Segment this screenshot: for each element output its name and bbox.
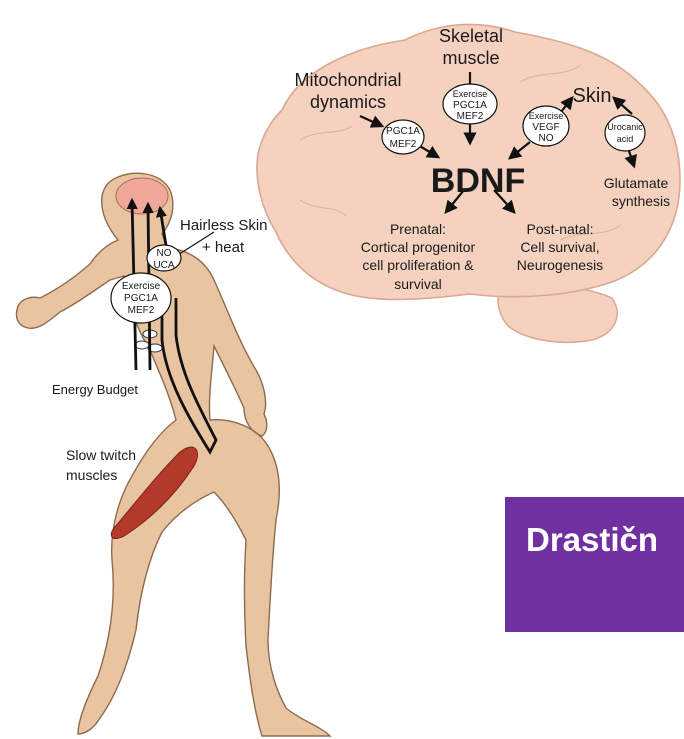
skeletal-title-line2: muscle [442,48,499,68]
svg-text:PGC1A: PGC1A [453,100,487,111]
glutamate-line1: Glutamate [604,175,669,191]
skeletal-bubble: Exercise PGC1A MEF2 [443,84,497,124]
runner-figure: NO UCA Exercise PGC1A MEF2 Hairless Skin… [16,173,330,736]
bdnf-label: BDNF [431,162,525,200]
prenatal-line3: cell proliferation & [362,257,474,273]
body-exercise-bubble: Exercise PGC1A MEF2 [111,273,171,323]
slow-twitch-label: Slow twitch [66,447,136,463]
svg-text:Exercise: Exercise [529,111,564,121]
mito-title-line2: dynamics [310,92,386,112]
svg-text:UCA: UCA [153,260,174,271]
svg-text:MEF2: MEF2 [457,111,484,122]
svg-text:NO: NO [539,133,554,144]
glutamate-line2: synthesis [612,193,670,209]
svg-text:acid: acid [617,134,634,144]
svg-text:Exercise: Exercise [453,89,488,99]
heat-label: + heat [202,239,245,256]
skeletal-title-line1: Skeletal [439,26,503,46]
energy-budget-label: Energy Budget [52,382,138,397]
svg-text:NO: NO [157,248,172,259]
mito-bubble: PGC1A MEF2 [382,120,424,154]
no-uca-bubble: NO UCA [147,245,181,271]
muscles-label: muscles [66,467,117,483]
postnatal-line3: Neurogenesis [517,257,603,273]
svg-text:MEF2: MEF2 [128,305,155,316]
mito-title-line1: Mitochondrial [294,70,401,90]
title-banner: Drastičn [505,497,684,632]
urocanic-bubble: Urocanic acid [605,115,645,151]
svg-text:PGC1A: PGC1A [124,293,158,304]
skin-title: Skin [573,85,612,107]
skin-exercise-bubble: Exercise VEGF NO [523,106,569,146]
banner-text: Drastičn [526,521,658,559]
brain-panel: Mitochondrial dynamics Skeletal muscle S… [257,24,680,342]
prenatal-line4: survival [394,276,441,292]
svg-text:VEGF: VEGF [532,122,559,133]
svg-text:Exercise: Exercise [122,281,161,292]
svg-text:Urocanic: Urocanic [607,122,643,132]
prenatal-line2: Cortical progenitor [361,239,476,255]
svg-text:MEF2: MEF2 [390,139,417,150]
postnatal-line2: Cell survival, [520,239,599,255]
prenatal-line1: Prenatal: [390,221,446,237]
svg-text:PGC1A: PGC1A [386,126,420,137]
hairless-skin-label: Hairless Skin [180,217,268,234]
postnatal-line1: Post-natal: [527,221,594,237]
